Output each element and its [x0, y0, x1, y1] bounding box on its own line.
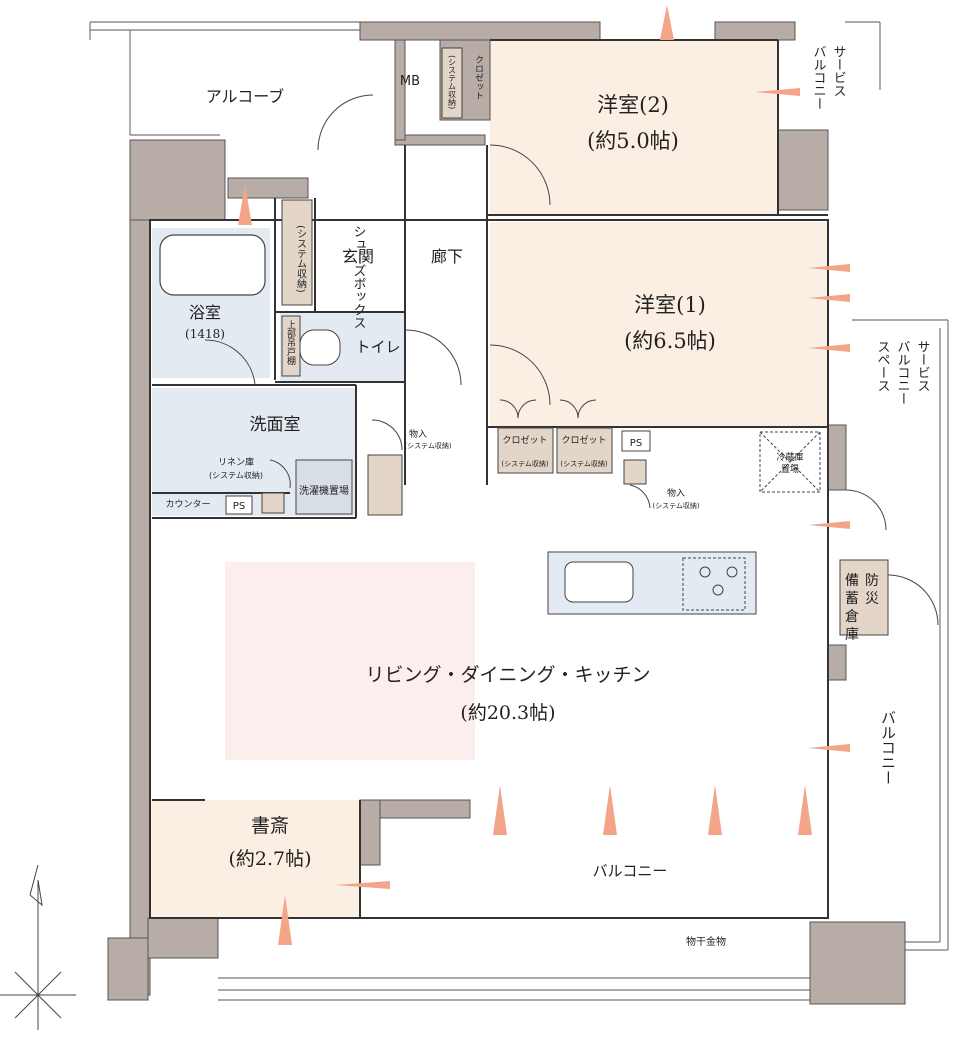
label-shoes-box-sub: (システム収納): [295, 225, 307, 293]
label-toilet: トイレ: [355, 338, 400, 356]
label-washroom: 洗面室: [250, 415, 301, 435]
label-storage-kitchen: 物入: [667, 487, 685, 499]
label-disaster-6: 災: [865, 591, 879, 607]
label-closet-a-sub: (システム収納): [501, 459, 549, 468]
label-service-balcony-2: バルコニー: [811, 45, 827, 110]
label-disaster-5: 防: [865, 573, 879, 589]
bathtub: [159, 234, 266, 296]
label-alcove: アルコーブ: [206, 87, 285, 106]
label-western-room-2-size: (約5.0帖): [587, 129, 679, 153]
ldk-rug: [225, 562, 475, 760]
label-mb: MB: [400, 74, 420, 89]
label-disaster-1: 備: [845, 573, 859, 589]
label-balcony-bottom: バルコニー: [593, 862, 668, 880]
label-western-room-1-size: (約6.5帖): [624, 329, 716, 353]
burner-icon: [699, 566, 711, 578]
label-closet-top: クロゼット: [473, 55, 484, 100]
western-room-2-floor: [490, 40, 778, 215]
partitions: [149, 39, 829, 919]
toilet-bowl: [299, 329, 341, 366]
label-closet-b: クロゼット: [561, 434, 606, 446]
label-ps: PS: [233, 501, 245, 512]
label-fridge: 冷蔵庫: [776, 451, 803, 463]
label-bath: 浴室: [189, 303, 221, 322]
label-linen: リネン庫: [218, 456, 254, 468]
label-bath-size: (1418): [185, 327, 225, 341]
label-laundry: 洗濯機置場: [299, 484, 349, 497]
label-balcony-side: バルコニー: [879, 710, 897, 785]
burner-icon: [712, 584, 724, 596]
storage-blocks: [261, 47, 889, 636]
label-fridge-sub: 置場: [781, 463, 799, 475]
western-room-1-floor: [490, 222, 828, 427]
label-service-space-2: バルコニー: [895, 340, 911, 405]
label-study: 書斎: [251, 815, 289, 837]
label-western-room-2: 洋室(2): [597, 93, 669, 117]
laundry-pan: [295, 459, 353, 515]
label-service-space-3: スペース: [875, 340, 891, 392]
airflow-arrows: [238, 5, 850, 945]
exterior-railings: [89, 21, 949, 1001]
cooktop: [682, 557, 746, 611]
label-closet-a: クロゼット: [502, 434, 547, 446]
label-disaster-2: 蓄: [845, 591, 859, 607]
label-service-balcony-1: サービス: [831, 45, 846, 97]
kitchen-sink: [564, 561, 634, 603]
label-storage-kitchen-sub: (システム収納): [652, 501, 700, 510]
study-floor: [150, 800, 360, 918]
label-closet-b-sub: (システム収納): [560, 459, 608, 468]
label-counter: カウンター: [165, 499, 210, 510]
door-swings: [204, 94, 939, 626]
fridge-space: [759, 431, 821, 493]
label-closet-top-sub: (システム収納): [448, 55, 457, 109]
label-drying-rack: 物干金物: [686, 935, 726, 948]
label-linen-sub: (システム収納): [209, 470, 263, 480]
structural-walls: [107, 21, 906, 1005]
label-study-size: (約2.7帖): [228, 848, 311, 870]
label-toilet-cabinet: 上部吊戸棚: [285, 320, 296, 366]
north-arrow-icon: [0, 864, 76, 1030]
vertical-labels: バルコニー シューズボックス (システム収納) 上部吊戸棚 クロゼット (システ…: [285, 45, 930, 785]
label-storage-small: 物入: [409, 428, 427, 440]
label-ldk-size: (約20.3帖): [460, 702, 555, 724]
label-ps-2: PS: [630, 438, 642, 449]
label-storage-small-sub: (システム収納): [404, 441, 452, 450]
label-shoes-box: シューズボックス: [351, 225, 366, 329]
label-corridor: 廊下: [431, 247, 463, 266]
label-service-space-1: サービス: [915, 340, 930, 392]
label-disaster-3: 倉: [845, 609, 859, 625]
label-western-room-1: 洋室(1): [634, 293, 706, 317]
label-disaster-4: 庫: [845, 626, 859, 643]
label-entrance: 玄関: [342, 247, 374, 266]
label-ldk: リビング・ダイニング・キッチン: [365, 664, 650, 686]
burner-icon: [726, 566, 738, 578]
